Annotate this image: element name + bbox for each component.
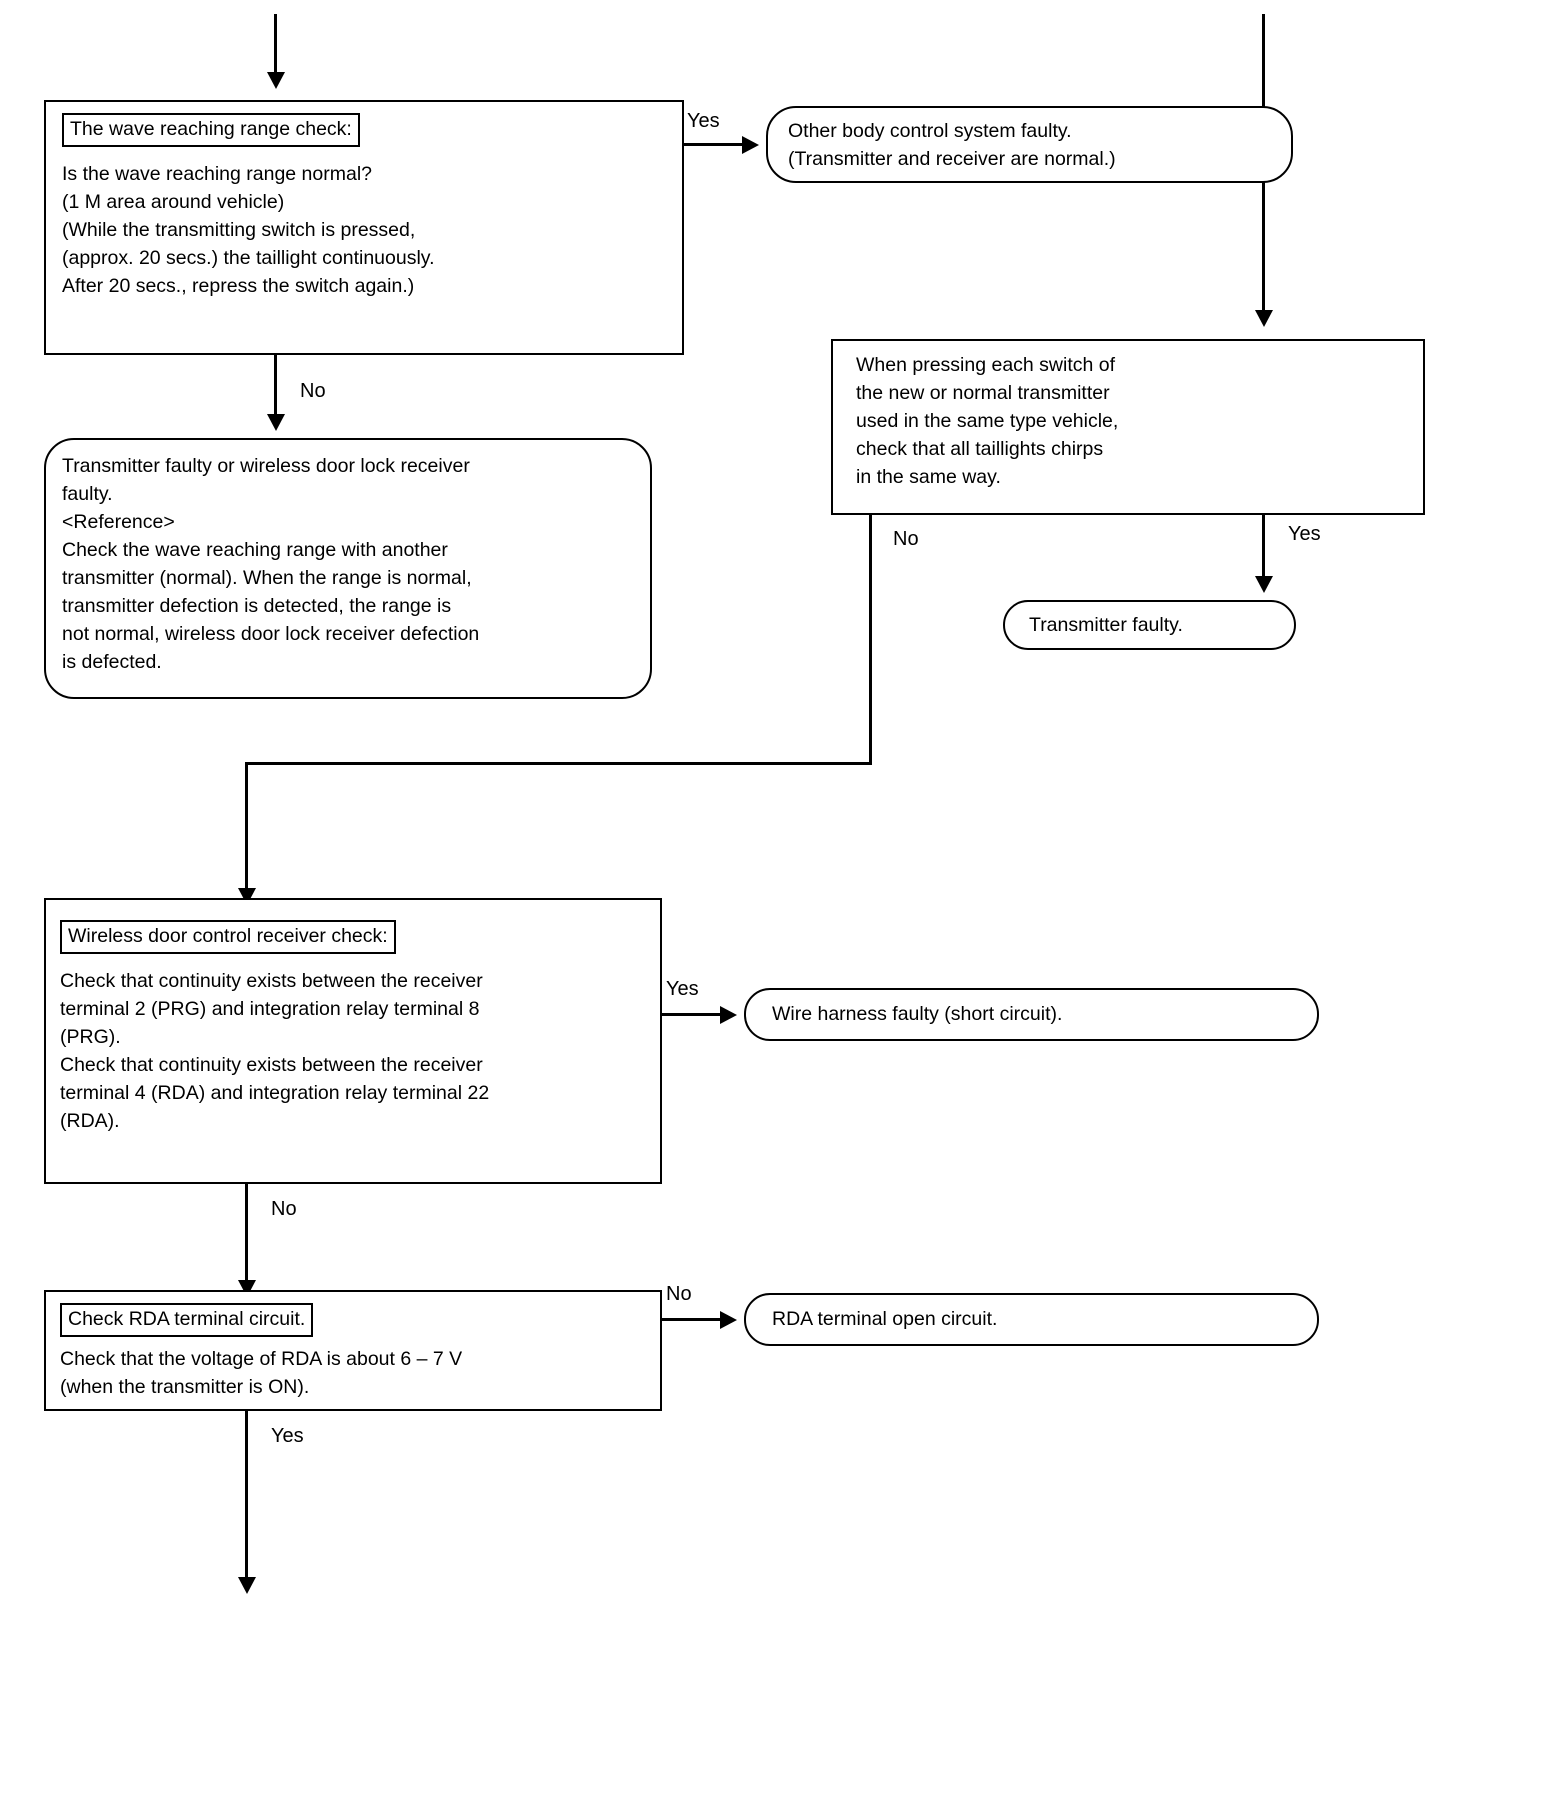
arrow-rda-no — [720, 1311, 737, 1329]
node-rda-check-header: Check RDA terminal circuit. — [60, 1303, 314, 1337]
node-transmitter-faulty — [1003, 600, 1296, 650]
label-rda-no: No — [666, 1283, 692, 1305]
arrow-press-yes — [1255, 576, 1273, 593]
node-rda-check-body: Check that the voltage of RDA is about 6… — [60, 1348, 463, 1398]
edge-press-no-v2 — [245, 762, 248, 892]
node-transmitter-faulty-body: Transmitter faulty. — [1029, 614, 1183, 636]
edge-receiver-no — [245, 1184, 248, 1284]
arrow-wave-no — [267, 414, 285, 431]
edge-press-no-h — [245, 762, 872, 765]
label-press-yes-text: Yes — [1288, 523, 1321, 545]
edge-wave-no — [274, 355, 277, 418]
node-other-body-body: Other body control system faulty. (Trans… — [788, 120, 1116, 170]
edge-rda-no — [662, 1318, 723, 1321]
label-receiver-yes: Yes — [666, 978, 699, 1000]
node-transmitter-faulty-ref — [44, 438, 652, 699]
node-wire-harness — [744, 988, 1319, 1041]
label-wave-no: No — [300, 380, 326, 402]
edge-top-entry — [274, 14, 277, 76]
label-wave-yes: Yes — [687, 110, 720, 132]
arrow-top-entry — [267, 72, 285, 89]
arrow-rda-yes — [238, 1577, 256, 1594]
label-press-no: No — [893, 528, 919, 550]
arrow-wave-yes — [742, 136, 759, 154]
node-receiver-check-header: Wireless door control receiver check: — [60, 920, 396, 954]
arrow-receiver-yes — [720, 1006, 737, 1024]
label-receiver-no: No — [271, 1198, 297, 1220]
node-wave-check-body: Is the wave reaching range normal? (1 M … — [62, 163, 435, 297]
node-press-each-switch-body: When pressing each switch of the new or … — [856, 354, 1119, 488]
node-press-each-switch — [831, 339, 1425, 515]
node-other-body — [766, 106, 1293, 183]
node-wave-check-header: The wave reaching range check: — [62, 113, 360, 147]
edge-wave-yes — [684, 143, 745, 146]
edge-rda-yes — [245, 1411, 248, 1581]
node-rda-check — [44, 1290, 662, 1411]
node-rda-open — [744, 1293, 1319, 1346]
node-rda-open-body: RDA terminal open circuit. — [772, 1308, 998, 1330]
label-rda-yes: Yes — [271, 1425, 304, 1447]
node-transmitter-faulty-ref-body: Transmitter faulty or wireless door lock… — [62, 455, 480, 673]
edge-receiver-yes — [662, 1013, 723, 1016]
node-wire-harness-body: Wire harness faulty (short circuit). — [772, 1003, 1063, 1025]
arrow-right-entry — [1255, 310, 1273, 327]
edge-press-yes — [1262, 515, 1265, 580]
node-receiver-check-body: Check that continuity exists between the… — [60, 970, 490, 1132]
edge-press-no-v1 — [869, 515, 872, 765]
